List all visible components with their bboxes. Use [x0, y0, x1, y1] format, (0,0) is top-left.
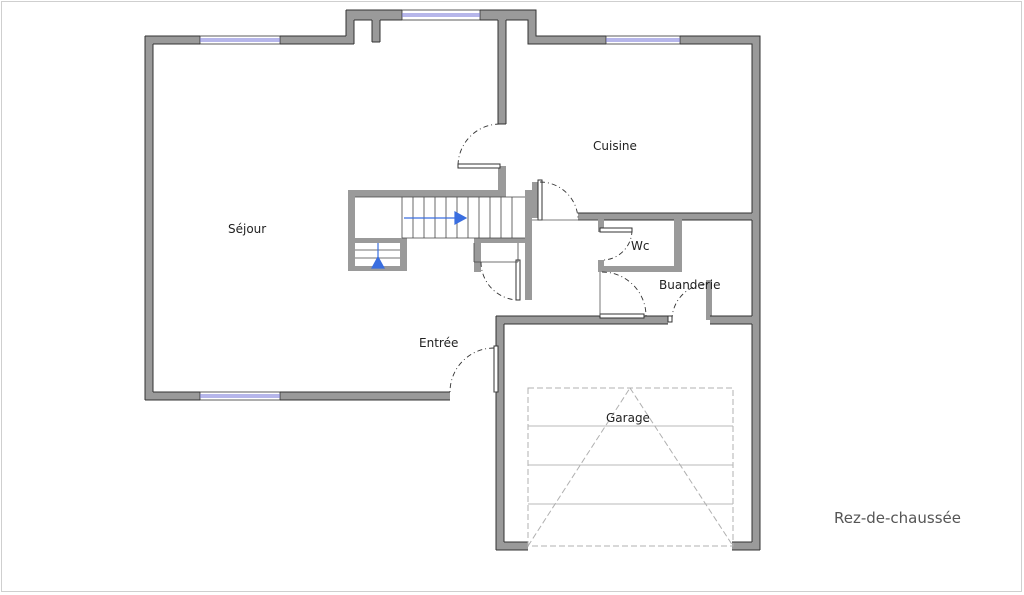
window-sejour-south — [199, 391, 281, 401]
garage-door — [527, 387, 734, 547]
wall-stair-top — [348, 190, 506, 197]
level-caption: Rez-de-chaussée — [834, 509, 961, 527]
wall-wc-west-a — [598, 220, 604, 232]
door-swing-sejour-cuisine — [457, 123, 501, 167]
wall-buanderie-pier — [706, 280, 712, 320]
wall-garage-north-b — [710, 316, 760, 324]
stair-direction-arrow — [454, 210, 468, 226]
door-jamb-garage — [667, 315, 673, 323]
door-swing-entree — [449, 347, 495, 393]
wall-garage-south-b — [732, 542, 760, 550]
window-bump — [401, 9, 481, 21]
wall-sejour-south-a — [145, 392, 200, 400]
room-label-sejour: Séjour — [228, 222, 266, 236]
wall-sejour-north-b — [280, 36, 354, 44]
wall-garage-north-a — [496, 316, 668, 324]
door-leaf-entree — [493, 345, 499, 393]
wall-stair-landing — [355, 238, 407, 243]
door-leaf-wc — [599, 227, 633, 233]
wall-stair-west — [348, 190, 355, 270]
wall-sejour-west — [145, 36, 153, 400]
door-leaf-cuisine — [537, 179, 543, 221]
outline-east — [680, 35, 761, 551]
outline-bump-east — [480, 9, 606, 125]
windows — [199, 9, 681, 401]
outline-bump-west — [145, 9, 402, 45]
wall-sejour-south-b — [280, 392, 450, 400]
door-leaf-sejour-cuisine — [457, 163, 501, 169]
window-cuisine — [605, 35, 681, 45]
stair-outline — [355, 196, 525, 263]
wall-sejour-north-a — [145, 36, 200, 44]
wall-bump-west-side — [346, 10, 354, 44]
door-swing-wc — [603, 229, 633, 261]
outline-sejour — [144, 36, 450, 401]
wall-garage-south-a — [496, 542, 528, 550]
wall-stair-inner — [400, 238, 407, 270]
wall-bump-east-side — [528, 10, 536, 44]
wall-cuisine-north-a — [528, 36, 606, 44]
wall-hall-door-jamb — [532, 182, 538, 218]
room-label-garage: Garage — [606, 411, 650, 425]
wall-cuisine-south — [578, 213, 760, 220]
wall-wc-east — [674, 220, 682, 272]
wall-cuisine-north-b — [680, 36, 760, 44]
doors — [449, 123, 709, 393]
wall-bump-east-top — [480, 10, 536, 20]
wall-separation-low — [498, 166, 506, 190]
wall-bump-west-pier — [372, 20, 380, 42]
door-leaf-buanderie — [599, 313, 645, 319]
window-sejour-north — [199, 35, 281, 45]
door-swing-garage — [671, 283, 709, 321]
wall-stair-lower — [474, 238, 532, 243]
staircase — [355, 196, 525, 269]
door-swing-cuisine — [539, 181, 579, 221]
wall-garage-west — [496, 316, 504, 550]
wall-wc-west-b — [598, 260, 604, 272]
door-swing-buanderie — [601, 271, 647, 317]
door-leaf-stair — [515, 259, 521, 301]
wall-stair-east — [525, 190, 532, 300]
stair-lower-arrow — [370, 255, 386, 269]
wall-wc-south — [604, 266, 682, 272]
walls — [145, 10, 760, 550]
wall-stair-lower-left — [474, 238, 481, 272]
room-label-entree: Entrée — [419, 336, 458, 350]
wall-bump-west-top — [346, 10, 402, 20]
room-label-cuisine: Cuisine — [593, 139, 637, 153]
outline-garage — [495, 315, 752, 551]
wall-separation-sejour-cuisine — [498, 20, 506, 124]
room-label-wc: Wc — [631, 239, 649, 253]
door-swing-stair — [480, 261, 519, 301]
room-label-buanderie: Buanderie — [659, 278, 720, 292]
wall-east — [752, 36, 760, 550]
